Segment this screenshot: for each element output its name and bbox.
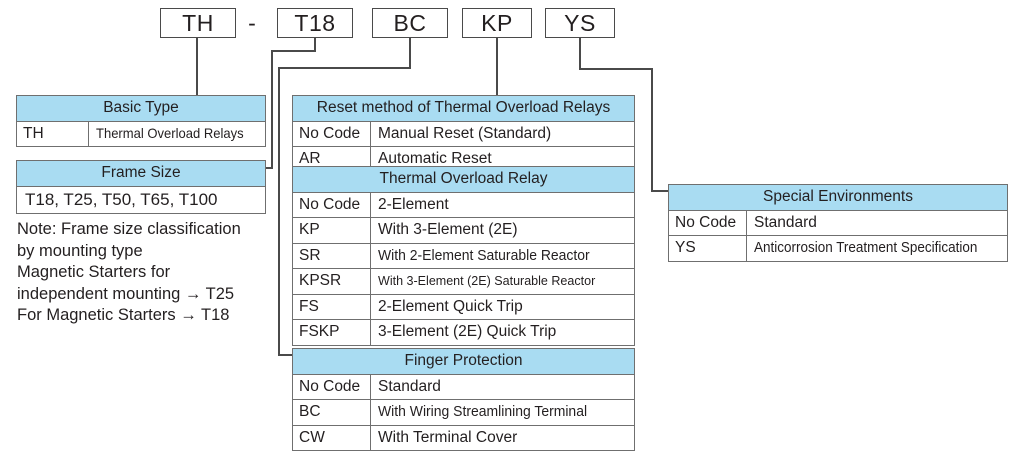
code-segment-label: BC bbox=[393, 9, 427, 36]
cell-desc: Standard bbox=[378, 377, 441, 395]
table-header-basic-type: Basic Type bbox=[17, 96, 265, 122]
table-header-special-environments: Special Environments bbox=[669, 185, 1007, 211]
table-row: KP With 3-Element (2E) bbox=[293, 218, 634, 244]
cell-desc: 2-Element bbox=[378, 195, 449, 213]
cell-desc: With Wiring Streamlining Terminal bbox=[371, 400, 634, 425]
code-segment-label: T18 bbox=[294, 9, 336, 36]
cell-desc-text: Anticorrosion Treatment Specification bbox=[754, 240, 978, 256]
table-row: KPSR With 3-Element (2E) Saturable React… bbox=[293, 269, 634, 295]
table-row: No Code Standard bbox=[293, 374, 634, 400]
code-segment-finger-protection[interactable]: BC bbox=[372, 8, 448, 38]
table-header-reset-method: Reset method of Thermal Overload Relays bbox=[293, 96, 634, 122]
connector-finger-protection-seg1 bbox=[409, 38, 411, 68]
connector-finger-protection-seg4 bbox=[278, 354, 292, 356]
cell-desc: 3-Element (2E) Quick Trip bbox=[378, 323, 557, 340]
table-row: T18, T25, T50, T65, T100 bbox=[17, 187, 265, 213]
code-segment-label: YS bbox=[564, 9, 596, 36]
cell-code: No Code bbox=[293, 121, 371, 146]
table-header-frame-size: Frame Size bbox=[17, 161, 265, 187]
cell-desc: Automatic Reset bbox=[378, 150, 492, 167]
cell-code: CW bbox=[293, 425, 371, 450]
cell-desc-text: With 3-Element (2E) Saturable Reactor bbox=[378, 273, 596, 288]
cell-code: SR bbox=[293, 243, 371, 268]
cell-code: YS bbox=[669, 236, 747, 261]
table-row: FS 2-Element Quick Trip bbox=[293, 294, 634, 320]
cell-desc: Manual Reset (Standard) bbox=[378, 124, 552, 142]
table-row: SR With 2-Element Saturable Reactor bbox=[293, 243, 634, 269]
connector-frame-size-seg1 bbox=[314, 38, 316, 51]
table-basic-type: Basic Type TH Thermal Overload Relays bbox=[16, 95, 266, 147]
connector-relay-type bbox=[496, 38, 498, 96]
connector-special-env-seg2 bbox=[579, 68, 652, 70]
cell-desc: 2-Element Quick Trip bbox=[378, 297, 523, 315]
table-row: No Code Manual Reset (Standard) bbox=[293, 121, 634, 147]
connector-special-env-seg3 bbox=[651, 68, 653, 191]
cell-desc: Thermal Overload Relays bbox=[89, 122, 265, 147]
cell-code: TH bbox=[17, 121, 89, 146]
code-segment-basic-type[interactable]: TH bbox=[160, 8, 236, 38]
connector-finger-protection-seg2 bbox=[278, 67, 411, 69]
code-segment-special-environments[interactable]: YS bbox=[545, 8, 615, 38]
table-thermal-overload-relay: Thermal Overload Relay No Code 2-Element… bbox=[292, 166, 635, 346]
cell-code: No Code bbox=[669, 210, 747, 235]
code-separator-dash: - bbox=[248, 9, 256, 36]
table-finger-protection: Finger Protection No Code Standard BC Wi… bbox=[292, 348, 635, 451]
table-reset-method: Reset method of Thermal Overload Relays … bbox=[292, 95, 635, 173]
code-segment-label: TH bbox=[182, 9, 214, 36]
table-row: CW With Terminal Cover bbox=[293, 425, 634, 450]
table-row: YS Anticorrosion Treatment Specification bbox=[669, 236, 1007, 261]
cell-desc: Standard bbox=[754, 213, 817, 231]
table-row: No Code 2-Element bbox=[293, 192, 634, 218]
cell-code: FS bbox=[293, 294, 371, 319]
table-row: BC With Wiring Streamlining Terminal bbox=[293, 400, 634, 426]
code-segment-relay-type[interactable]: KP bbox=[462, 8, 532, 38]
connector-finger-protection-seg3 bbox=[278, 67, 280, 355]
cell-desc: With 3-Element (2E) bbox=[378, 221, 518, 238]
connector-frame-size-seg2 bbox=[271, 50, 316, 52]
table-header-thermal-overload-relay: Thermal Overload Relay bbox=[293, 167, 634, 193]
table-header-finger-protection: Finger Protection bbox=[293, 349, 634, 375]
cell-desc: Anticorrosion Treatment Specification bbox=[747, 236, 1007, 261]
cell-code: KPSR bbox=[293, 269, 371, 294]
cell-desc: With 2-Element Saturable Reactor bbox=[371, 244, 634, 269]
connector-special-env-seg1 bbox=[579, 38, 581, 69]
cell-desc: T18, T25, T50, T65, T100 bbox=[25, 189, 218, 209]
cell-desc: With Terminal Cover bbox=[378, 428, 518, 446]
table-row: No Code Standard bbox=[669, 210, 1007, 236]
connector-special-env-seg4 bbox=[651, 190, 669, 192]
connector-basic-type bbox=[196, 38, 198, 96]
cell-desc-text: With Wiring Streamlining Terminal bbox=[378, 403, 588, 420]
code-segment-frame-size[interactable]: T18 bbox=[277, 8, 353, 38]
connector-frame-size-seg3 bbox=[271, 50, 273, 168]
cell-code: No Code bbox=[293, 374, 371, 399]
code-segment-label: KP bbox=[481, 9, 513, 36]
frame-size-note: Note: Frame size classification by mount… bbox=[17, 220, 241, 324]
table-special-environments: Special Environments No Code Standard YS… bbox=[668, 184, 1008, 262]
table-row: TH Thermal Overload Relays bbox=[17, 121, 265, 147]
cell-desc: With 3-Element (2E) Saturable Reactor bbox=[371, 269, 634, 294]
cell-code: AR bbox=[293, 147, 371, 172]
cell-desc-text: Thermal Overload Relays bbox=[96, 124, 244, 141]
cell-code: FSKP bbox=[293, 320, 371, 345]
cell-code: No Code bbox=[293, 192, 371, 217]
table-row: FSKP 3-Element (2E) Quick Trip bbox=[293, 320, 634, 345]
cell-desc-text: With 2-Element Saturable Reactor bbox=[378, 246, 590, 264]
table-frame-size: Frame Size T18, T25, T50, T65, T100 bbox=[16, 160, 266, 214]
cell-code: BC bbox=[293, 400, 371, 425]
cell-code: KP bbox=[293, 218, 371, 243]
table-row: AR Automatic Reset bbox=[293, 147, 634, 172]
